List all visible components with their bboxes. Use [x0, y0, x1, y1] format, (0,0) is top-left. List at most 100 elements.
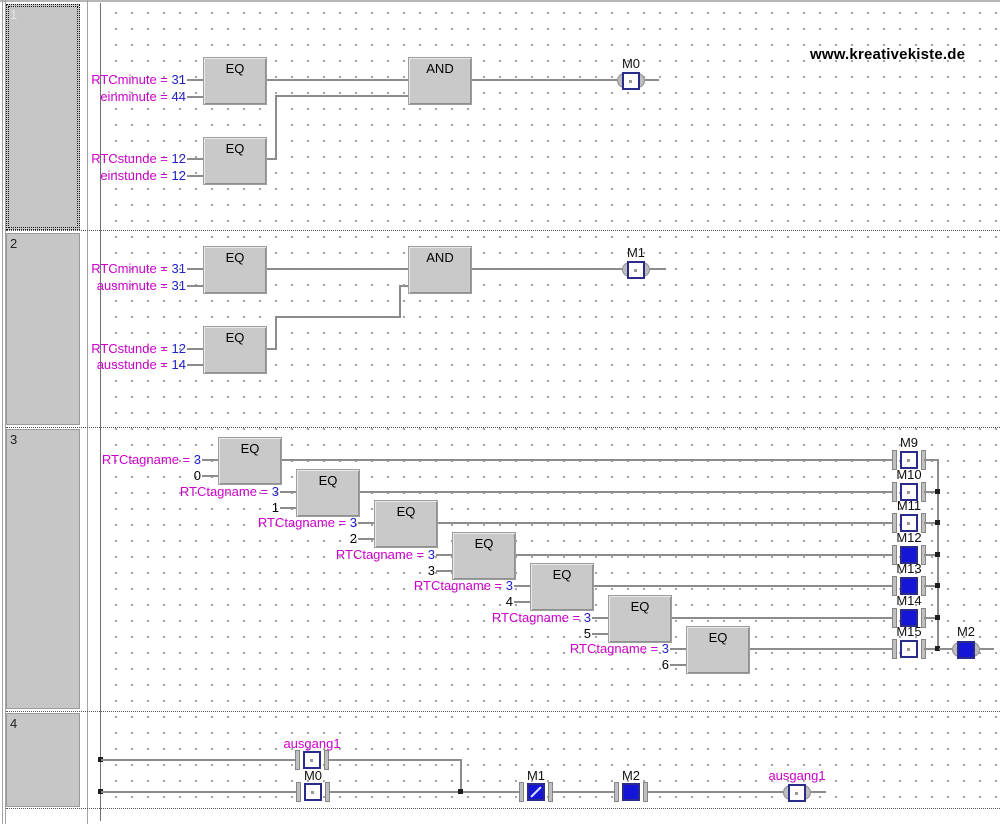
contact-state	[622, 783, 640, 801]
coil-label: M0	[621, 56, 641, 71]
network-4-margin[interactable]: 4	[6, 713, 80, 807]
eq-block[interactable]: EQ	[686, 626, 750, 674]
network-number: 1	[10, 7, 18, 22]
wire	[275, 95, 408, 97]
coil-M14[interactable]	[892, 607, 926, 629]
wire	[101, 759, 295, 761]
coil-label: M1	[626, 245, 646, 260]
wire	[592, 633, 608, 635]
wire	[924, 554, 938, 556]
wire	[267, 268, 408, 270]
eq-block[interactable]: EQ	[296, 469, 360, 517]
wire	[329, 759, 462, 761]
wire	[438, 522, 893, 524]
left-frame-line-2	[5, 0, 6, 824]
wire	[358, 538, 374, 540]
eq-block[interactable]: EQ	[530, 563, 594, 611]
coil-state	[957, 641, 975, 659]
watermark: www.kreativekiste.de	[810, 46, 966, 63]
eq-block[interactable]: EQ	[203, 326, 267, 374]
coil-M12[interactable]	[892, 544, 926, 566]
wire	[280, 491, 296, 493]
wire	[275, 316, 401, 318]
wire	[275, 95, 277, 160]
eq-block[interactable]: EQ	[203, 246, 267, 294]
coil-state	[900, 577, 918, 595]
network-separator	[6, 427, 1000, 429]
left-frame-line	[2, 0, 3, 824]
contact-state	[303, 751, 321, 769]
coil-M13[interactable]	[892, 575, 926, 597]
window-top-border	[0, 0, 1000, 2]
input-label: RTCtagname = 3	[569, 641, 669, 656]
network-1-margin[interactable]: 1	[6, 4, 80, 230]
eq-block[interactable]: EQ	[218, 437, 282, 485]
wire	[924, 522, 938, 524]
coil-M2[interactable]	[952, 639, 980, 661]
wire	[670, 648, 686, 650]
wire	[187, 364, 203, 366]
eq-block[interactable]: EQ	[374, 500, 438, 548]
wire	[514, 585, 530, 587]
coil-M15[interactable]	[892, 638, 926, 660]
network-3-margin[interactable]: 3	[6, 429, 80, 709]
and-block[interactable]: AND	[408, 57, 472, 105]
coil-ausgang1[interactable]	[783, 782, 811, 804]
network-separator	[6, 230, 1000, 232]
coil-state	[788, 784, 806, 802]
coil-M0[interactable]	[617, 70, 645, 92]
wire	[472, 268, 622, 270]
wire	[187, 348, 203, 350]
network-2-margin[interactable]: 2	[6, 233, 80, 425]
coil-M11[interactable]	[892, 512, 926, 534]
junction-dot	[935, 489, 940, 494]
wire	[516, 554, 893, 556]
wire	[267, 79, 408, 81]
coil-label: M10	[896, 467, 922, 482]
and-block[interactable]: AND	[408, 246, 472, 294]
input-label: RTCminute = 31	[91, 261, 186, 276]
wire	[650, 268, 666, 270]
network-number: 4	[10, 716, 18, 731]
eq-block[interactable]: EQ	[608, 595, 672, 643]
junction-dot	[935, 646, 940, 651]
coil-label: ausgang1	[768, 768, 826, 783]
coil-state	[622, 72, 640, 90]
wire	[750, 648, 893, 650]
input-label: RTCstunde = 12	[91, 151, 186, 166]
const-label: 2	[349, 531, 357, 546]
wire	[202, 459, 218, 461]
wire	[924, 459, 938, 461]
wire	[460, 759, 462, 793]
network-separator	[6, 808, 1000, 810]
junction-dot	[935, 583, 940, 588]
wire	[187, 96, 203, 98]
contact-ausgang1[interactable]	[295, 749, 329, 771]
wire	[187, 285, 203, 287]
input-label: RTCtagname = 3	[179, 484, 279, 499]
wire	[399, 285, 401, 318]
eq-block[interactable]: EQ	[203, 57, 267, 105]
coil-label: M11	[896, 498, 922, 513]
contact-M2[interactable]	[614, 781, 648, 803]
wire	[939, 648, 952, 650]
contact-M0[interactable]	[296, 781, 330, 803]
const-label: 3	[427, 563, 435, 578]
wire	[672, 617, 893, 619]
eq-block[interactable]: EQ	[203, 137, 267, 185]
wire	[187, 158, 203, 160]
wire	[514, 601, 530, 603]
wire	[924, 648, 938, 650]
coil-state	[900, 483, 918, 501]
coil-M1[interactable]	[622, 259, 650, 281]
eq-block[interactable]: EQ	[452, 532, 516, 580]
wire	[267, 348, 277, 350]
network-number: 3	[10, 432, 18, 447]
junction-dot	[935, 615, 940, 620]
coil-label: M14	[896, 593, 922, 608]
coil-label: M15	[896, 624, 922, 639]
coil-M9[interactable]	[892, 449, 926, 471]
wire	[472, 79, 617, 81]
contact-M1[interactable]	[519, 781, 553, 803]
